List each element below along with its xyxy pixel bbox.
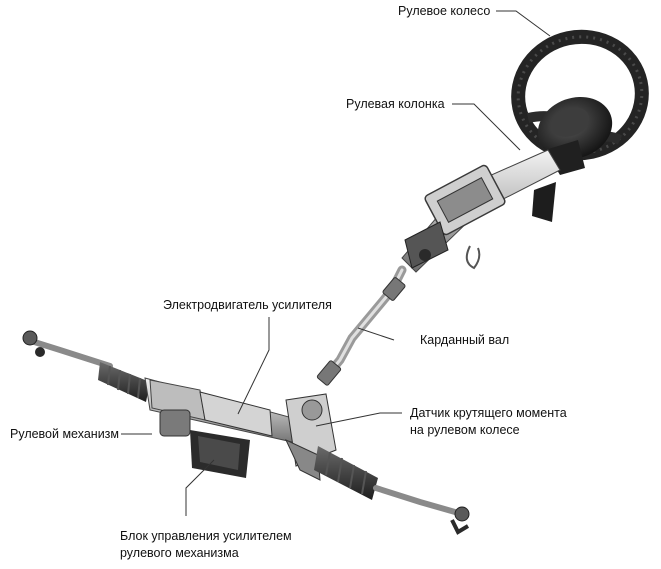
label-torque-sensor: Датчик крутящего момента на рулевом коле… (410, 405, 567, 439)
cardan-shaft (316, 265, 407, 386)
leader-steering-column (452, 103, 521, 151)
label-cardan-shaft: Карданный вал (420, 333, 510, 347)
steering-wheel (511, 29, 649, 175)
left-boot (98, 362, 150, 402)
leader-assist-motor (237, 317, 270, 415)
label-steering-column: Рулевая колонка (346, 97, 445, 111)
label-steering-wheel: Рулевое колесо (398, 4, 491, 18)
leader-cardan-shaft (357, 327, 395, 341)
label-control-unit-line2: рулевого механизма (120, 546, 239, 560)
leader-lines (121, 10, 551, 516)
leader-control-unit (185, 459, 215, 516)
label-torque-sensor-line2: на рулевом колесе (410, 423, 520, 437)
label-steering-gear: Рулевой механизм (10, 427, 120, 441)
leader-torque-sensor (315, 412, 402, 427)
leader-steering-wheel (496, 10, 551, 37)
label-assist-motor: Электродвигатель усилителя (163, 298, 332, 312)
label-control-unit-line1: Блок управления усилителем (120, 529, 292, 543)
label-torque-sensor-line1: Датчик крутящего момента (410, 406, 567, 420)
label-control-unit: Блок управления усилителем рулевого меха… (120, 528, 292, 562)
right-boot (314, 446, 378, 500)
steering-column (401, 149, 561, 273)
steering-rack (22, 330, 470, 535)
